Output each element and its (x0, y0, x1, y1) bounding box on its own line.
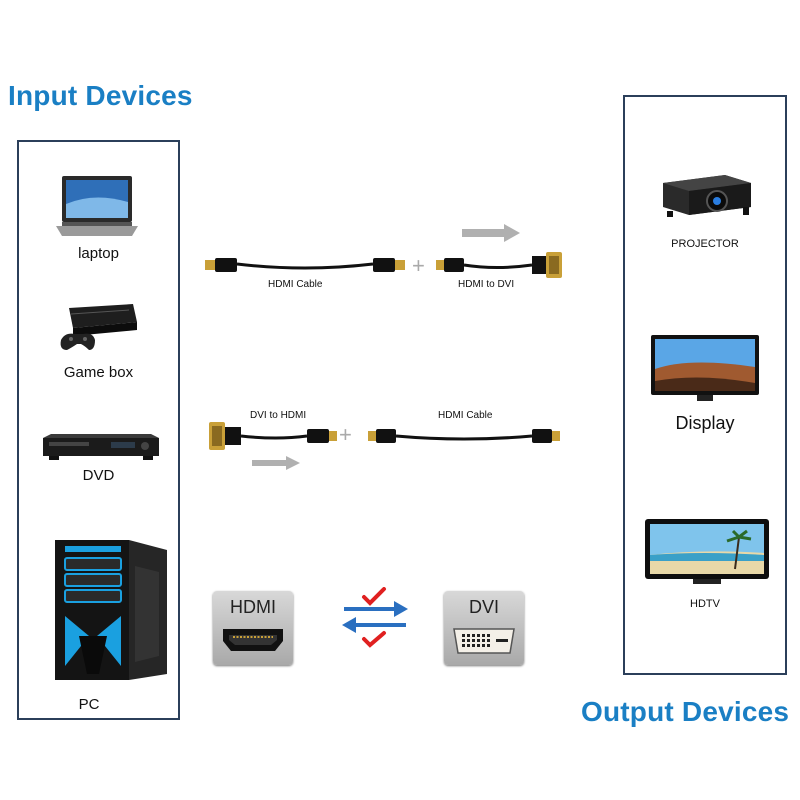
device-label-game-box: Game box (63, 364, 134, 381)
hdtv-icon (645, 519, 769, 584)
device-label-display: Display (675, 413, 735, 433)
hdmi-port-icon (223, 629, 283, 651)
label-hdmi-cable-row1: HDMI Cable (268, 279, 323, 290)
device-label-dvd: DVD (82, 467, 115, 484)
device-label-projector: PROJECTOR (671, 238, 739, 250)
bidirectional-arrows-icon (342, 587, 408, 648)
device-label-laptop: laptop (78, 245, 119, 262)
output-devices-heading: Output Devices (581, 696, 790, 727)
hdmi-cable-icon-row1 (205, 258, 405, 272)
hdmi-port-label: HDMI (230, 597, 276, 617)
label-dvi-to-hdmi: DVI to HDMI (250, 410, 307, 421)
arrow-right-gray-icon-row2 (252, 456, 300, 470)
plus-sign-row2: + (339, 422, 352, 447)
hdmi-port-badge: HDMI (213, 591, 293, 665)
input-devices-heading: Input Devices (8, 80, 193, 111)
device-label-pc: PC (78, 696, 100, 713)
projector-icon (663, 175, 751, 217)
dvi-to-hdmi-adapter-icon (209, 422, 337, 450)
hdmi-cable-icon-row2 (368, 429, 560, 443)
output-devices-panel: PROJECTOR Display HDTV (623, 95, 787, 675)
plus-sign-row1: + (412, 253, 425, 278)
dvi-port-badge: DVI (444, 591, 524, 665)
dvi-port-label: DVI (468, 597, 499, 617)
label-hdmi-cable-row2: HDMI Cable (438, 410, 493, 421)
laptop-icon (56, 176, 138, 236)
input-devices-panel: laptop Game box DVD PC (17, 140, 180, 720)
device-label-hdtv: HDTV (690, 598, 720, 610)
game-console-icon (60, 304, 137, 350)
hdmi-to-dvi-adapter-icon (436, 252, 562, 278)
dvi-port-icon (453, 628, 515, 654)
dvd-player-icon (43, 434, 159, 460)
pc-tower-icon (55, 540, 167, 680)
monitor-icon (651, 335, 759, 401)
label-hdmi-to-dvi: HDMI to DVI (458, 279, 515, 290)
arrow-right-gray-icon-row1 (462, 224, 520, 242)
